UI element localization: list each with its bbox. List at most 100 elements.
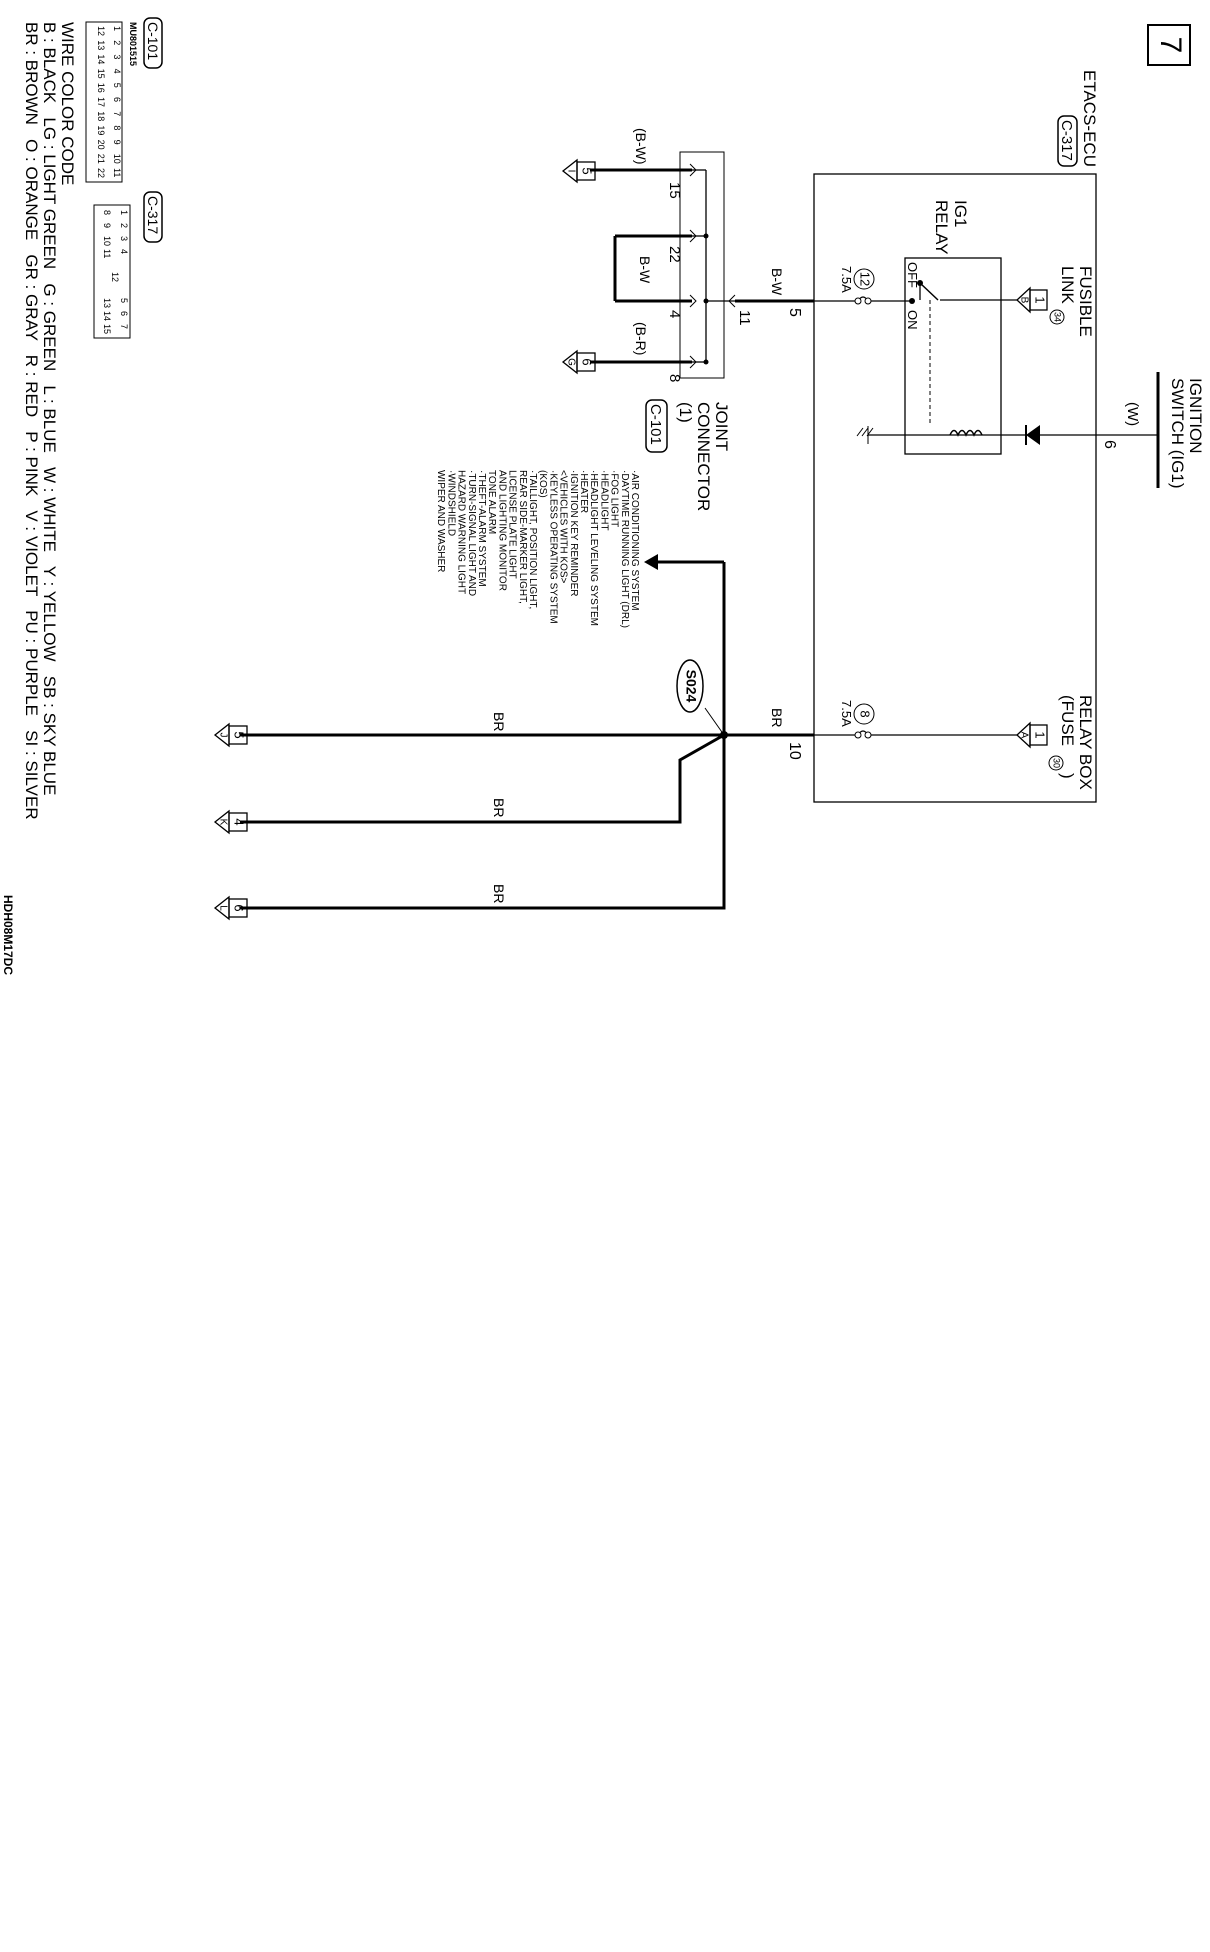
joint-pin-4: 4 (666, 310, 683, 318)
c101-pin: 1 (112, 26, 122, 31)
fusible-link: FUSIBLE LINK 34 1 B (940, 266, 1095, 337)
systems-list: ·AIR CONDITIONING SYSTEM·DAYTIME RUNNING… (435, 470, 640, 628)
c317-pin: 3 (119, 236, 129, 241)
c101-pin: 2 (112, 40, 122, 45)
c317-pin: 14 (102, 311, 112, 321)
c317-pin: 4 (119, 249, 129, 254)
relay-box-letter: A (1018, 732, 1029, 739)
system-item: ·FOG LIGHT (609, 470, 620, 527)
joint-pin-15: 15 (666, 182, 683, 199)
splice-label: S024 (683, 670, 699, 703)
c317-pin: 9 (102, 223, 112, 228)
system-item: ·HEADLIGHT (598, 470, 609, 531)
connector-c101: C-101 MU801515 1234567891011121314151617… (85, 17, 163, 183)
system-item: ·HEADLIGHT LEVELING SYSTEM (588, 470, 599, 626)
system-item: ·TURN-SIGNAL LIGHT AND (466, 470, 477, 596)
ignition-pin: 6 (1101, 440, 1118, 449)
system-item: ·WINDSHIELD (445, 470, 456, 536)
c317-pin: 12 (110, 272, 120, 282)
joint-title3: (1) (676, 402, 695, 423)
ig1-relay-title: IG1 (951, 200, 970, 227)
coil-circuit (856, 425, 1158, 445)
fuse12-rating: 7.5A (839, 266, 854, 293)
system-item: AND LIGHTING MONITOR (496, 470, 507, 591)
br-label-3: BR (491, 884, 507, 903)
system-item: ·KEYLESS OPERATING SYSTEM (547, 470, 558, 624)
c317-pin: 13 (102, 298, 112, 308)
fuse12-number: 12 (858, 272, 873, 286)
system-item: HAZARD WARNING LIGHT (456, 470, 467, 594)
page-number: 7 (1154, 37, 1187, 54)
c317-pin: 11 (102, 249, 112, 258)
c101-pin: 3 (112, 54, 122, 59)
joint-connector-label: C-101 (647, 404, 664, 445)
relay-off-label: OFF (905, 262, 920, 288)
diode-icon (1026, 425, 1040, 445)
c101-pin: 7 (112, 111, 122, 116)
c101-pin: 9 (112, 140, 122, 145)
relay-box-title: RELAY BOX (1076, 695, 1095, 790)
br-wiring: S024 BR BR BR 5 J 4 K 6 L (213, 554, 814, 921)
joint-connector: JOINT CONNECTOR (1) C-101 15 22 4 8 B-W … (561, 128, 736, 511)
relay-box-close: ) (1058, 773, 1077, 779)
c101-pin: 16 (96, 83, 106, 93)
out3-number: 6 (232, 904, 247, 911)
c101-label: C-101 (145, 22, 161, 60)
joint-bw-internal: B-W (637, 256, 653, 284)
system-item: WIPER AND WASHER (435, 470, 446, 572)
fuse8-number: 8 (858, 710, 873, 717)
joint-pin-22: 22 (666, 246, 683, 263)
bw-wire: B-W 11 (735, 268, 814, 326)
system-item: LICENSE PLATE LIGHT (507, 470, 518, 579)
wire-color-line2: BR : BROWN O : ORANGE GR : GRAY R : RED … (22, 22, 41, 820)
fuse8-wire: BR (769, 708, 785, 727)
joint-pin-11: 11 (736, 310, 753, 326)
out1-letter: J (217, 733, 228, 738)
relay-box-fuse-number: 30 (1052, 758, 1062, 768)
relay-box-title2: (FUSE (1058, 695, 1077, 746)
fuse8-pin: 10 (786, 742, 803, 760)
fusible-link-terminal: 1 (1033, 296, 1048, 303)
offpage-top-number: 5 (580, 167, 595, 174)
relay-coil-icon (949, 429, 983, 437)
c317-label: C-317 (145, 196, 161, 234)
relay-on-label: ON (905, 310, 920, 330)
c101-pin: 14 (96, 54, 106, 64)
ignition-switch: IGNITION SWITCH (IG1) (W) 6 (1101, 372, 1205, 489)
etacs-connector-box (1057, 115, 1078, 167)
br-label-2: BR (491, 798, 507, 817)
system-item: ·THEFT-ALARM SYSTEM (476, 470, 487, 587)
relay-box-fuse: RELAY BOX (FUSE 30 ) 1 A 8 7.5A 10 BR (769, 695, 1095, 790)
arrow-icon (644, 554, 658, 570)
c317-pin: 15 (102, 324, 112, 334)
page-number-box: 7 (1147, 24, 1191, 66)
etacs-ecu: ETACS-ECU C-317 (813, 70, 1099, 803)
c317-pin: 2 (119, 223, 129, 228)
c101-pin: 19 (96, 125, 106, 135)
ig1-relay: IG1 RELAY OFF ON (904, 200, 1002, 455)
system-item: ·HEATER (578, 470, 589, 513)
c317-pin: 1 (119, 210, 129, 215)
offpage-bottom-letter: G (565, 358, 576, 366)
fuse12-pin: 5 (786, 308, 803, 317)
fusible-link-number: 34 (1053, 312, 1063, 322)
relay-box-terminal: 1 (1033, 731, 1048, 738)
c101-pin: 22 (96, 168, 106, 178)
c317-pin: 6 (119, 311, 129, 316)
joint-connector-box (645, 399, 668, 453)
c101-pin: 4 (112, 69, 122, 74)
c101-pin: 8 (112, 125, 122, 130)
wire-color-code: WIRE COLOR CODE B : BLACK LG : LIGHT GRE… (22, 22, 77, 820)
fusible-link-title: FUSIBLE (1076, 266, 1095, 337)
wire-color-line1: B : BLACK LG : LIGHT GREEN G : GREEN L :… (40, 22, 59, 795)
offpage-bottom-number: 6 (580, 358, 595, 365)
fusible-link-letter: B (1018, 297, 1029, 304)
wire-color-title: WIRE COLOR CODE (58, 22, 77, 185)
c101-pin: 11 (112, 168, 122, 177)
out2-number: 4 (232, 818, 247, 825)
joint-title2: CONNECTOR (694, 402, 713, 511)
